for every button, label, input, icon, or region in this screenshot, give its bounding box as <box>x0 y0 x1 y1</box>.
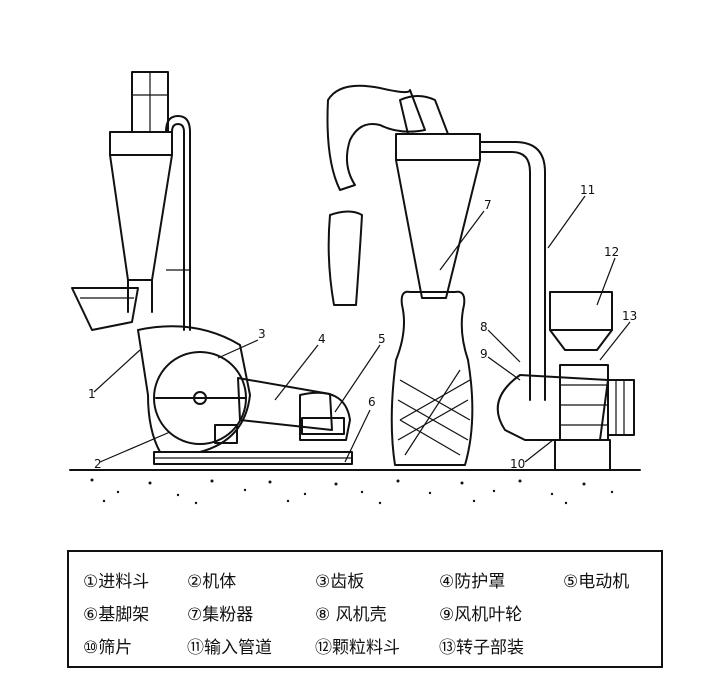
callout-3: 3 <box>258 327 266 341</box>
right-body <box>496 364 635 471</box>
callout-2: 2 <box>94 457 102 471</box>
collector-bag <box>390 290 474 466</box>
left-guard-and-motor <box>237 377 351 441</box>
legend-item-4: ④防护罩 <box>439 572 506 592</box>
flexible-duct <box>326 84 426 306</box>
legend-item-5: ⑤电动机 <box>563 572 630 592</box>
legend-item-7: ⑦集粉器 <box>187 605 254 625</box>
left-hopper <box>71 287 139 331</box>
callout-6: 6 <box>368 395 376 409</box>
left-body <box>137 325 251 453</box>
legend-item-9: ⑨风机叶轮 <box>439 605 523 625</box>
callout-10: 10 <box>510 457 525 471</box>
legend-item-12: ⑫颗粒料斗 <box>315 638 400 658</box>
right-input-pipe <box>479 141 546 401</box>
legend-item-3: ③齿板 <box>315 572 365 592</box>
callout-12: 12 <box>604 245 619 259</box>
leader-lines <box>93 195 631 463</box>
legend-item-11: ⑪输入管道 <box>187 638 272 658</box>
callout-7: 7 <box>484 198 492 212</box>
left-cyclone <box>109 71 173 313</box>
left-input-pipe <box>165 115 191 331</box>
legend-item-10: ⑩筛片 <box>83 638 133 658</box>
machine-diagram: 1 2 3 4 5 6 7 8 9 10 11 12 13 <box>69 71 641 505</box>
legend-item-8: ⑧ 风机壳 <box>315 605 387 625</box>
right-hopper <box>549 291 613 351</box>
callout-8: 8 <box>480 320 488 334</box>
callout-5: 5 <box>378 332 386 346</box>
middle-cyclone <box>395 95 481 299</box>
legend-item-1: ①进料斗 <box>83 572 150 592</box>
ground <box>69 469 641 505</box>
legend-item-2: ②机体 <box>187 572 237 592</box>
left-base-frame <box>153 451 353 465</box>
legend-item-6: ⑥基脚架 <box>83 605 150 625</box>
callout-4: 4 <box>318 332 326 346</box>
callout-1: 1 <box>88 387 96 401</box>
callout-13: 13 <box>622 309 637 323</box>
legend-box: ①进料斗 ②机体 ③齿板 ④防护罩 ⑤电动机 ⑥基脚架 ⑦集粉器 ⑧ 风机壳 ⑨… <box>67 550 663 668</box>
callout-11: 11 <box>580 183 595 197</box>
legend-item-13: ⑬转子部装 <box>439 638 524 658</box>
callout-9: 9 <box>480 347 488 361</box>
